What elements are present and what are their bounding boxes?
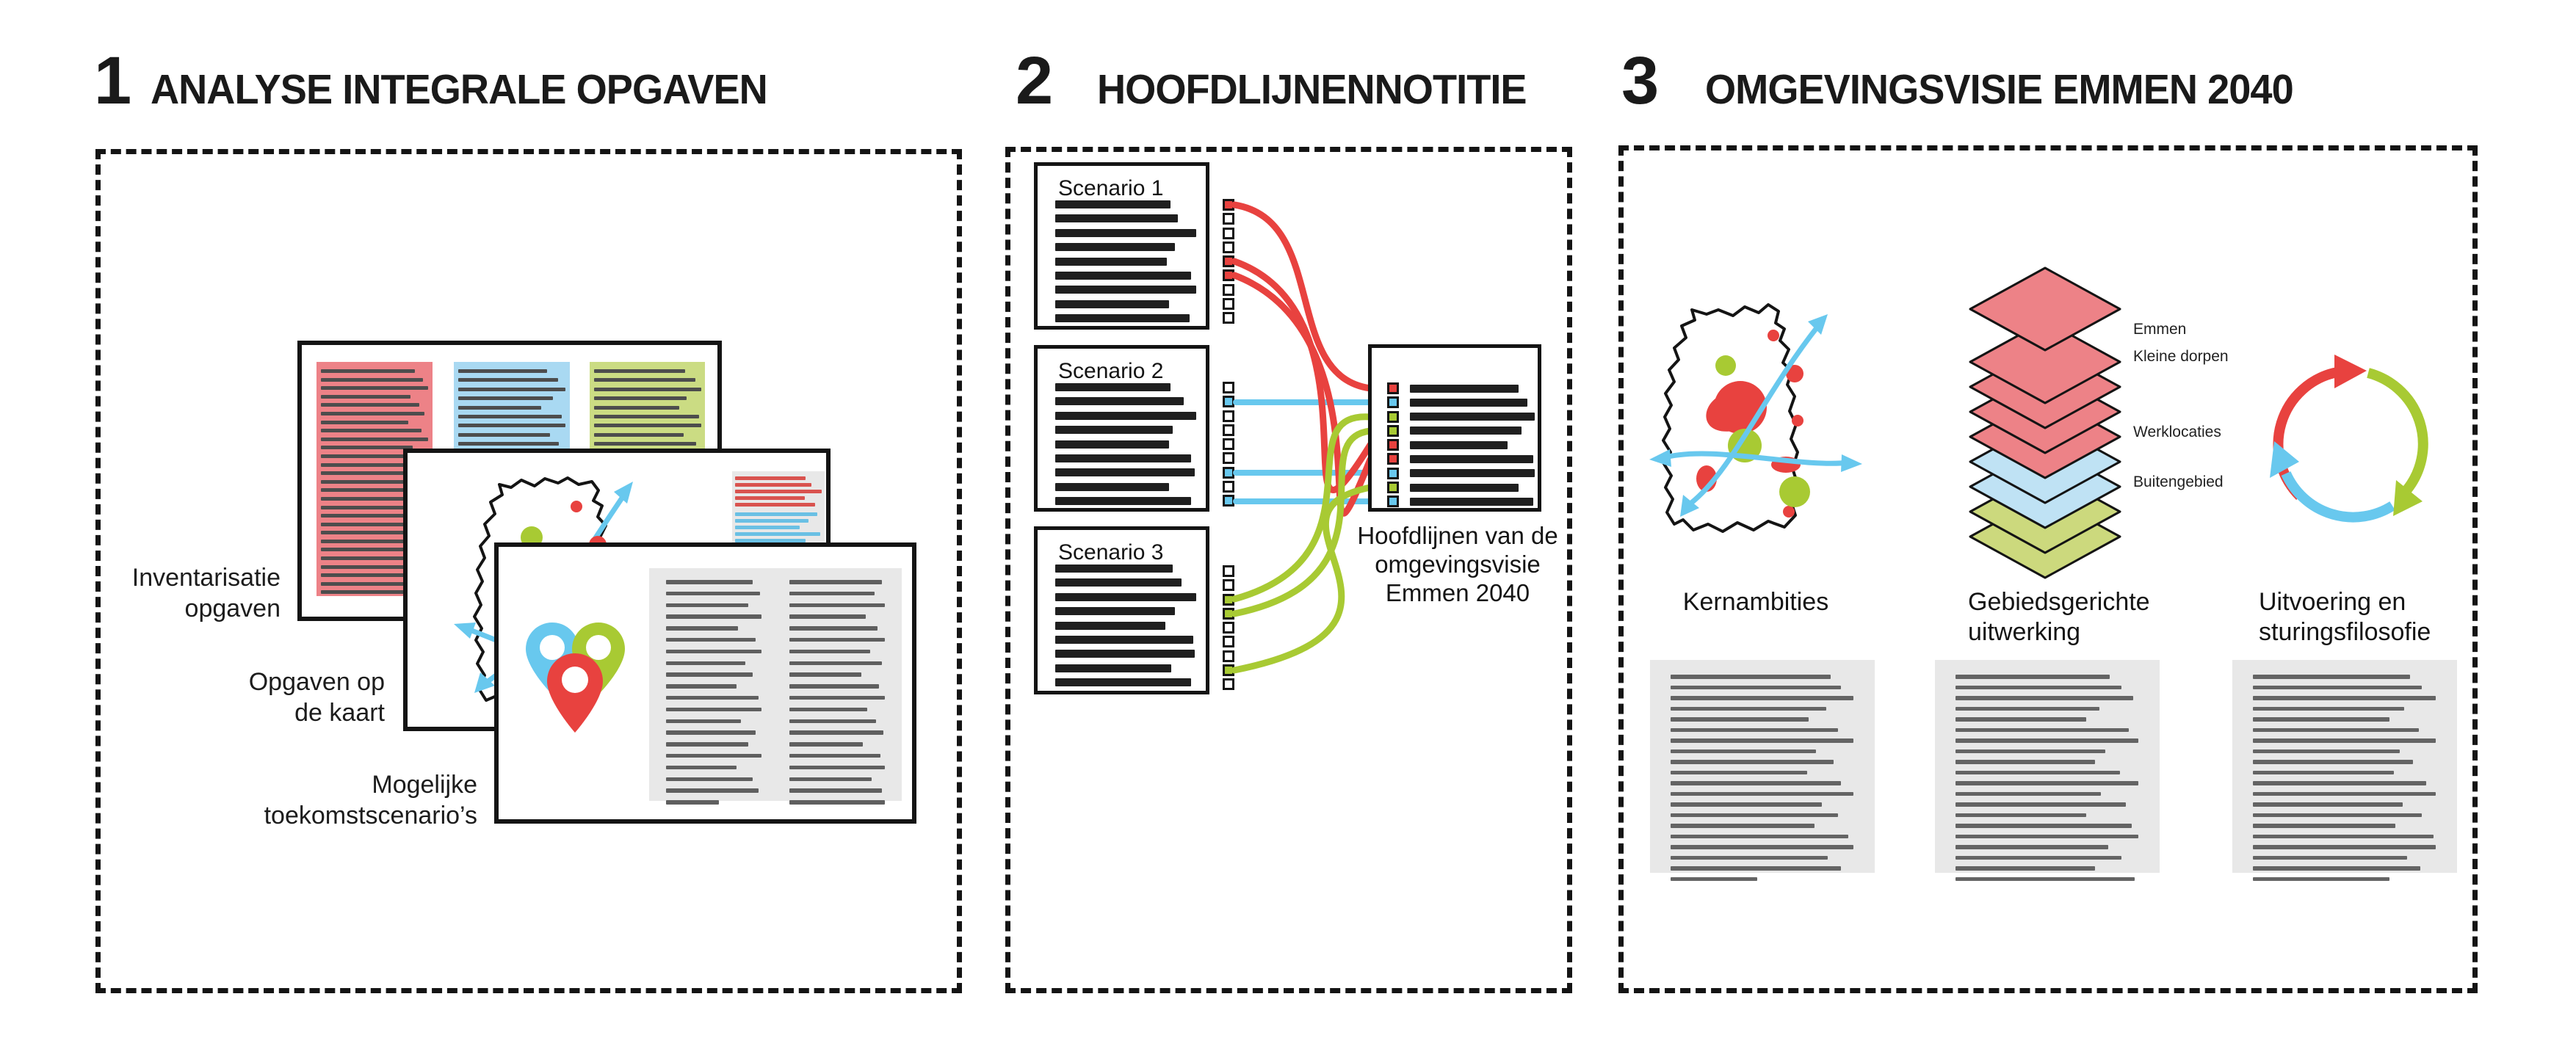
gebiedsgerichte-text-block [1935,660,2160,881]
hoofdlijnen-caption: Hoofdlijnen van de omgevingsvisie Emmen … [1344,521,1571,607]
phase3-number: 3 [1621,43,1659,118]
phase3-title: OMGEVINGSVISIE EMMEN 2040 [1705,66,2294,113]
layer-label-werklocaties: Werklocaties [2133,424,2221,440]
map-pins-icon [526,622,625,733]
caption-line: Hoofdlijnen van de [1357,522,1558,549]
label-line: opgaven [184,595,281,622]
caption-line: sturingsfilosofie [2259,618,2431,646]
phase1-panel [95,149,962,993]
caption-gebiedsgerichte: Gebiedsgerichte uitwerking [1968,587,2150,647]
label-line: toekomstscenario’s [264,802,477,830]
hoofdlijnen-box [1368,344,1541,512]
phase1-title: ANALYSE INTEGRALE OPGAVEN [151,66,768,113]
scenario1-title: Scenario 1 [1058,176,1164,200]
layer-label-buitengebied: Buitengebied [2133,473,2224,490]
scenario2-box: Scenario 2 [1034,345,1209,512]
caption-line: Emmen 2040 [1385,579,1530,606]
two-column-text-panel [649,568,902,805]
phase2-number: 2 [1016,43,1053,118]
scenario3-box: Scenario 3 [1034,526,1209,694]
caption-kernambities: Kernambities [1682,588,1829,616]
caption-line: omgevingsvisie [1375,551,1541,578]
scenario2-checkboxes [1223,382,1234,509]
uitvoering-text-block [2232,660,2457,881]
hoofdlijnen-rows [1387,382,1535,510]
label-line: Inventarisatie [131,564,281,592]
phase1-header: 1 ANALYSE INTEGRALE OPGAVEN [94,47,800,115]
layer-label-kleine-dorpen: Kleine dorpen [2133,348,2229,365]
phase3-header: 3 OMGEVINGSVISIE EMMEN 2040 [1621,47,2324,115]
mini-blue-text-panel [732,512,825,549]
caption-line: Gebiedsgerichte [1968,588,2150,616]
phase2-panel [1005,147,1572,993]
phase1-number: 1 [94,43,131,118]
caption-line: uitwerking [1968,618,2081,646]
scenario1-box: Scenario 1 [1034,162,1209,330]
scenario2-title: Scenario 2 [1058,359,1164,383]
label-opgaven-kaart: Opgaven op de kaart [176,667,385,728]
phase2-header: 2 HOOFDLIJNENNOTITIE [1016,47,1549,115]
text-column-right [789,580,885,812]
label-line: Opgaven op [248,668,385,696]
caption-line: Uitvoering en [2259,588,2406,616]
scenario2-text-lines [1055,383,1196,512]
scenario1-text-lines [1055,200,1196,329]
scenario3-text-lines [1055,565,1196,693]
scenario1-checkboxes [1223,199,1234,327]
card-scenarios [494,542,916,824]
blue-arrowhead [2270,441,2299,478]
cycle-arrows-icon [2270,355,2428,523]
layers-stack-icon [1969,266,2121,579]
phase2-title: HOOFDLIJNENNOTITIE [1097,66,1527,113]
scenario3-checkboxes [1223,565,1234,693]
text-column-left [666,580,761,812]
label-line: Mogelijke [372,771,477,799]
label-toekomstscenarios: Mogelijke toekomstscenario’s [213,769,477,831]
kernambities-text-block [1650,660,1875,881]
caption-uitvoering: Uitvoering en sturingsfilosofie [2259,587,2431,647]
layer-label-emmen: Emmen [2133,321,2187,338]
phase3-panel [1618,145,2478,993]
scenario3-title: Scenario 3 [1058,540,1164,565]
red-pin-icon [547,653,603,733]
red-arrowhead [2334,355,2367,388]
label-inventarisatie: Inventarisatie opgaven [95,562,281,624]
kernambities-map-icon [1649,303,1862,533]
label-line: de kaart [294,699,385,727]
green-arrowhead [2393,480,2423,516]
